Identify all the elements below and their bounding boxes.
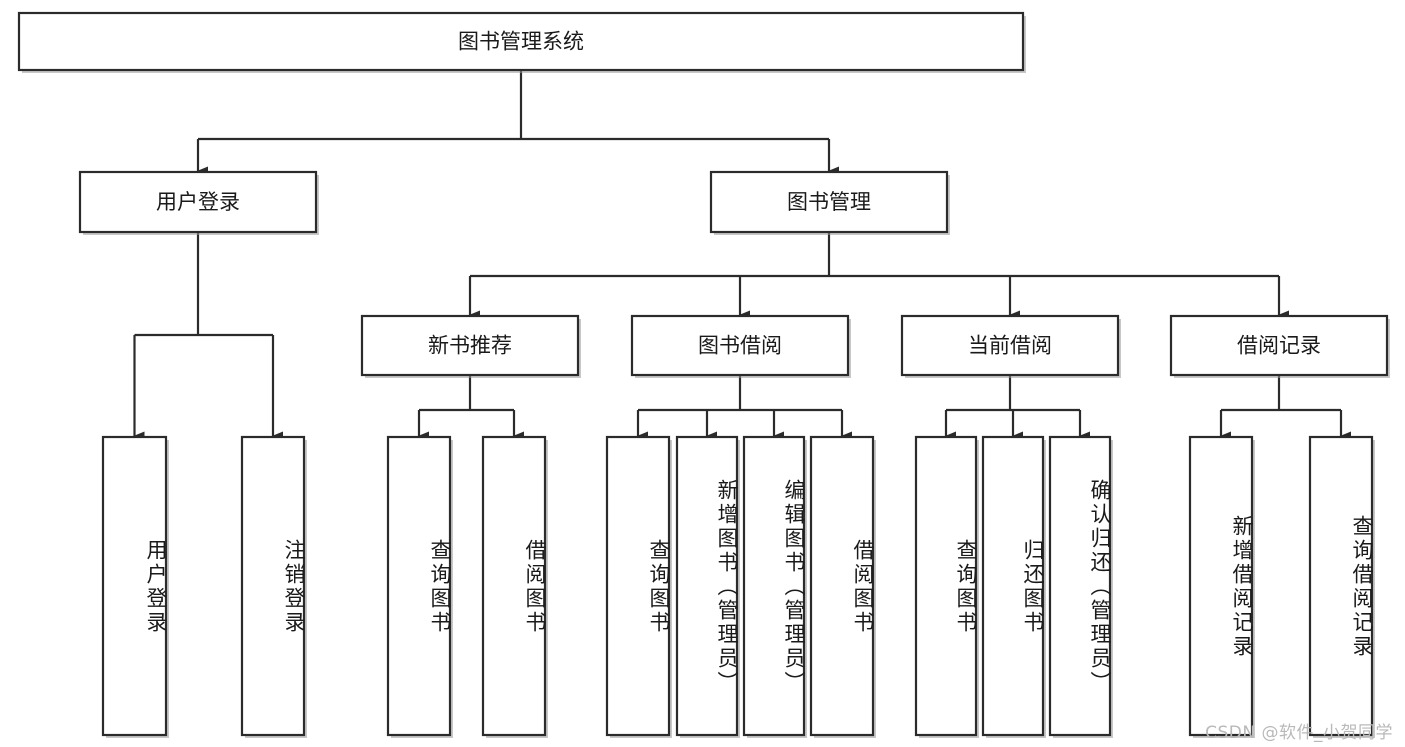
node-leaf-2-rect[interactable] xyxy=(386,435,452,737)
node-leaf-10[interactable] xyxy=(1048,435,1113,738)
node-leaf-0-rect[interactable] xyxy=(101,435,168,737)
node-leaf-7[interactable] xyxy=(809,435,876,738)
node-leaf-1-rect[interactable] xyxy=(240,435,306,737)
node-leaf-7-rect[interactable] xyxy=(809,435,875,737)
node-level3-3[interactable] xyxy=(1169,314,1390,378)
node-leaf-4-rect[interactable] xyxy=(605,435,671,737)
node-leaf-11-rect[interactable] xyxy=(1188,435,1254,737)
node-leaf-0[interactable] xyxy=(101,435,169,738)
node-leaf-10-rect[interactable] xyxy=(1048,435,1112,737)
node-leaf-9[interactable] xyxy=(981,435,1046,738)
node-level3-2-label: 当前借阅 xyxy=(968,334,1052,358)
node-level3-3-rect[interactable] xyxy=(1169,314,1389,377)
node-leaf-1[interactable] xyxy=(240,435,307,738)
node-level3-1-rect[interactable] xyxy=(630,314,850,377)
node-level3-1[interactable] xyxy=(630,314,851,378)
node-level3-0-rect[interactable] xyxy=(360,314,580,377)
node-level3-3-label: 借阅记录 xyxy=(1237,334,1321,358)
node-leaf-3[interactable] xyxy=(481,435,548,738)
node-root-label: 图书管理系统 xyxy=(458,30,584,54)
node-leaf-3-rect[interactable] xyxy=(481,435,547,737)
node-leaf-6-rect[interactable] xyxy=(742,435,806,737)
node-level2-0-label: 用户登录 xyxy=(156,190,240,214)
node-level2-0-rect[interactable] xyxy=(78,170,318,234)
node-level2-0[interactable] xyxy=(78,170,319,235)
node-leaf-8-rect[interactable] xyxy=(914,435,978,737)
node-level3-1-label: 图书借阅 xyxy=(698,334,782,358)
node-level2-1[interactable] xyxy=(709,170,950,235)
node-leaf-11[interactable] xyxy=(1188,435,1255,738)
node-level2-1-rect[interactable] xyxy=(709,170,949,234)
node-leaf-4[interactable] xyxy=(605,435,672,738)
node-level3-2[interactable] xyxy=(900,314,1121,378)
node-leaf-9-rect[interactable] xyxy=(981,435,1045,737)
node-leaf-12[interactable] xyxy=(1308,435,1375,738)
node-leaf-2[interactable] xyxy=(386,435,453,738)
node-root-rect[interactable] xyxy=(17,11,1025,72)
node-leaf-12-rect[interactable] xyxy=(1308,435,1374,737)
edges-layer xyxy=(133,70,1351,441)
node-root[interactable] xyxy=(17,11,1026,73)
node-level3-0-label: 新书推荐 xyxy=(428,334,512,358)
node-leaf-6[interactable] xyxy=(742,435,807,738)
watermark-text: CSDN @软件_小贺同学 xyxy=(1205,723,1393,743)
node-level2-1-label: 图书管理 xyxy=(787,190,871,214)
node-leaf-5-rect[interactable] xyxy=(675,435,739,737)
node-level3-0[interactable] xyxy=(360,314,581,378)
node-leaf-8[interactable] xyxy=(914,435,979,738)
node-leaf-5[interactable] xyxy=(675,435,740,738)
node-level3-2-rect[interactable] xyxy=(900,314,1120,377)
